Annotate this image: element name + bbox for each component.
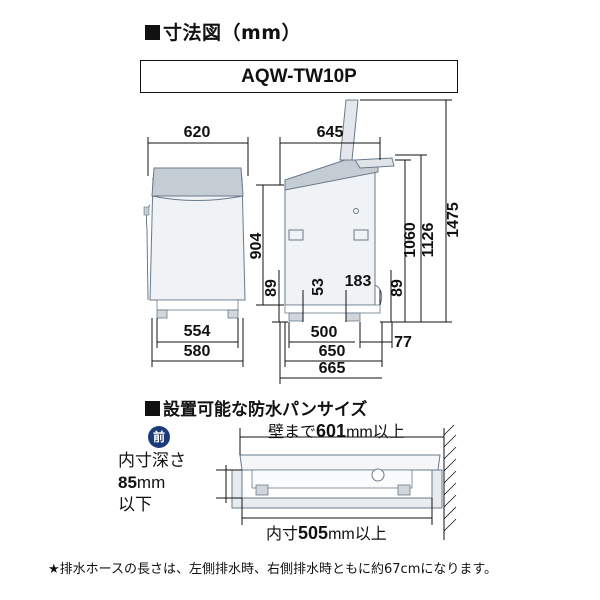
square-bullet-icon — [145, 401, 160, 416]
inner-width-value: 505 — [298, 523, 329, 543]
dim-depth-foot: 500 — [311, 324, 338, 341]
wall-label-post: mm以上 — [346, 424, 405, 441]
dim-foot-width-inner: 554 — [184, 323, 211, 340]
dim-foot-side-offset: 183 — [345, 273, 372, 290]
side-dim-lines — [256, 99, 452, 384]
dimensions-title-text: 寸法図（mm） — [163, 22, 302, 44]
dim-depth-body: 650 — [319, 343, 346, 360]
dim-foot-width-outer: 580 — [184, 343, 211, 360]
square-bullet-icon — [145, 25, 160, 40]
inner-depth-line1: 内寸深さ — [118, 451, 186, 470]
inner-depth-unit: mm — [136, 473, 166, 492]
section-title-pan: 設置可能な防水パンサイズ — [145, 395, 367, 420]
inner-width-post: mm以上 — [328, 526, 387, 543]
dim-side-depth: 645 — [317, 124, 344, 141]
dim-height-body: 904 — [248, 233, 265, 260]
front-badge: 前 — [148, 426, 170, 448]
dim-depth-rear-offset: 77 — [394, 334, 412, 351]
inner-depth-value: 85 — [118, 473, 137, 492]
inner-depth-line3: 以下 — [118, 495, 152, 514]
dim-front-foot-height: 89 — [263, 279, 280, 297]
side-view-washer — [284, 99, 395, 322]
pan-diagram — [216, 424, 457, 540]
wall-label-pre: 壁まで — [268, 424, 317, 441]
dim-height-lid-closed: 1060 — [402, 222, 419, 258]
wall-value: 601 — [316, 421, 347, 441]
footnote: ★排水ホースの長さは、左側排水時、右側排水時ともに約67cmになります。 — [48, 562, 498, 577]
section-title-dimensions: 寸法図（mm） — [145, 18, 301, 45]
inner-width-label: 内寸505mm以上 — [266, 520, 387, 544]
wall-distance-label: 壁まで601mm以上 — [268, 418, 405, 442]
inner-width-pre: 内寸 — [266, 526, 299, 543]
front-badge-text: 前 — [148, 426, 170, 448]
dim-front-width: 620 — [184, 124, 211, 141]
pan-title-text: 設置可能な防水パンサイズ — [163, 400, 368, 420]
dim-foot-front-offset: 53 — [310, 278, 327, 296]
inner-depth-label: 内寸深さ 85mm 以下 — [118, 450, 186, 516]
dim-rear-foot-height: 89 — [389, 279, 406, 297]
front-dim-lines — [147, 137, 249, 367]
front-view-washer — [143, 167, 246, 319]
model-name: AQW-TW10P — [241, 65, 357, 87]
dim-depth-total: 665 — [319, 360, 346, 377]
dim-height-lid-open: 1475 — [445, 202, 462, 238]
model-label-box: AQW-TW10P — [140, 60, 458, 93]
dim-height-total: 1126 — [420, 223, 437, 258]
